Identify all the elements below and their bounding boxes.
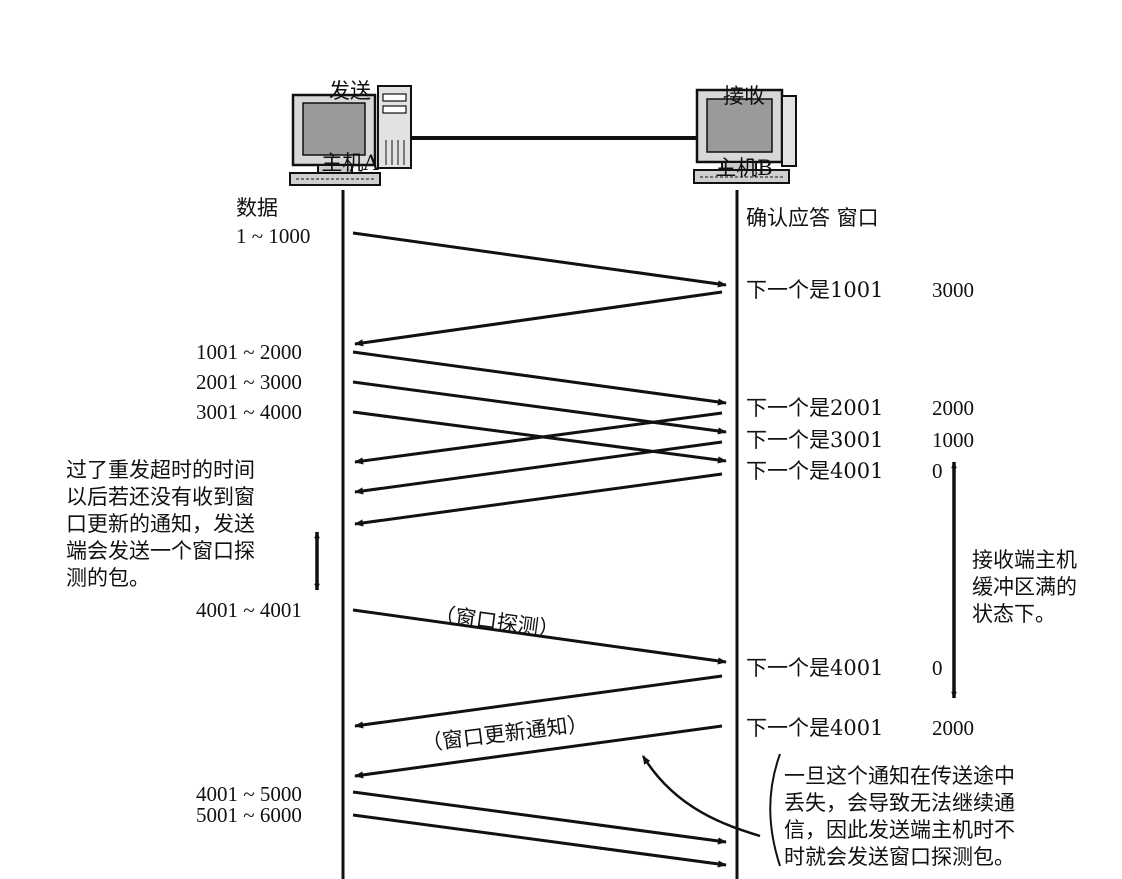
sender-label-2001-3000: 2001 ~ 3000 <box>196 370 302 394</box>
ack-probe-reply-arrow <box>354 674 723 729</box>
lost-notice-note: 一旦这个通知在传送途中 丢失，会导致无法继续通 信，因此发送端主机时不 时就会发… <box>784 764 1015 869</box>
receiver-ack-4001-a: 下一个是4001 <box>746 459 884 483</box>
ack-3001-arrow <box>354 440 723 495</box>
data-column-header: 数据 <box>236 196 278 220</box>
host-b-title: 接收 主机B <box>702 36 786 228</box>
receiver-window-2000-b: 2000 <box>932 716 974 740</box>
ack-window-column-header: 确认应答 窗口 <box>746 206 879 230</box>
sender-label-1001-2000: 1001 ~ 2000 <box>196 340 302 364</box>
window-update-arrow <box>354 724 723 779</box>
host-b-title-line1: 接收 <box>723 84 765 108</box>
host-b-title-line2: 主机B <box>715 156 773 180</box>
receiver-ack-2001: 下一个是2001 <box>746 396 884 420</box>
sender-label-4001-5000: 4001 ~ 5000 <box>196 782 302 806</box>
segment-5001-6000-arrow <box>352 813 727 868</box>
host-b-computer-icon <box>693 88 797 184</box>
sender-label-3001-4000: 3001 ~ 4000 <box>196 400 302 424</box>
window-probe-arrow <box>352 608 727 665</box>
receiver-ack-1001: 下一个是1001 <box>746 278 884 302</box>
ack-4001-window-0-arrow <box>354 472 723 527</box>
receiver-ack-4001-c: 下一个是4001 <box>746 716 884 740</box>
receiver-window-3000: 3000 <box>932 278 974 302</box>
segment-2001-3000-arrow <box>352 380 727 435</box>
receiver-window-2000: 2000 <box>932 396 974 420</box>
host-a-computer-icon <box>289 85 412 186</box>
ack-1001-arrow <box>354 290 723 347</box>
sender-label-4001-4001: 4001 ~ 4001 <box>196 598 302 622</box>
segment-1001-2000-arrow <box>352 350 727 406</box>
ack-2001-arrow <box>354 411 723 465</box>
receiver-ack-4001-b: 下一个是4001 <box>746 656 884 680</box>
receiver-window-1000: 1000 <box>932 428 974 452</box>
host-a-title: 发送 主机A <box>310 31 390 223</box>
receiver-ack-3001: 下一个是3001 <box>746 428 884 452</box>
sender-label-1-1000: 1 ~ 1000 <box>236 224 311 248</box>
lost-notice-curved-arrow <box>641 755 761 838</box>
receiver-window-0-b: 0 <box>932 656 943 680</box>
host-a-title-line1: 发送 <box>329 79 371 103</box>
buffer-full-note: 接收端主机 缓冲区满的 状态下。 <box>972 548 1077 626</box>
host-a-title-line2: 主机A <box>321 151 379 175</box>
sender-label-5001-6000: 5001 ~ 6000 <box>196 803 302 827</box>
segment-1-1000-arrow <box>352 231 727 288</box>
lost-notice-bracket <box>769 753 781 867</box>
segment-4001-5000-arrow <box>352 790 727 845</box>
probe-timeout-note: 过了重发超时的时间 以后若还没有收到窗 口更新的通知，发送 端会发送一个窗口探 … <box>66 458 255 590</box>
receiver-window-0-a: 0 <box>932 459 943 483</box>
